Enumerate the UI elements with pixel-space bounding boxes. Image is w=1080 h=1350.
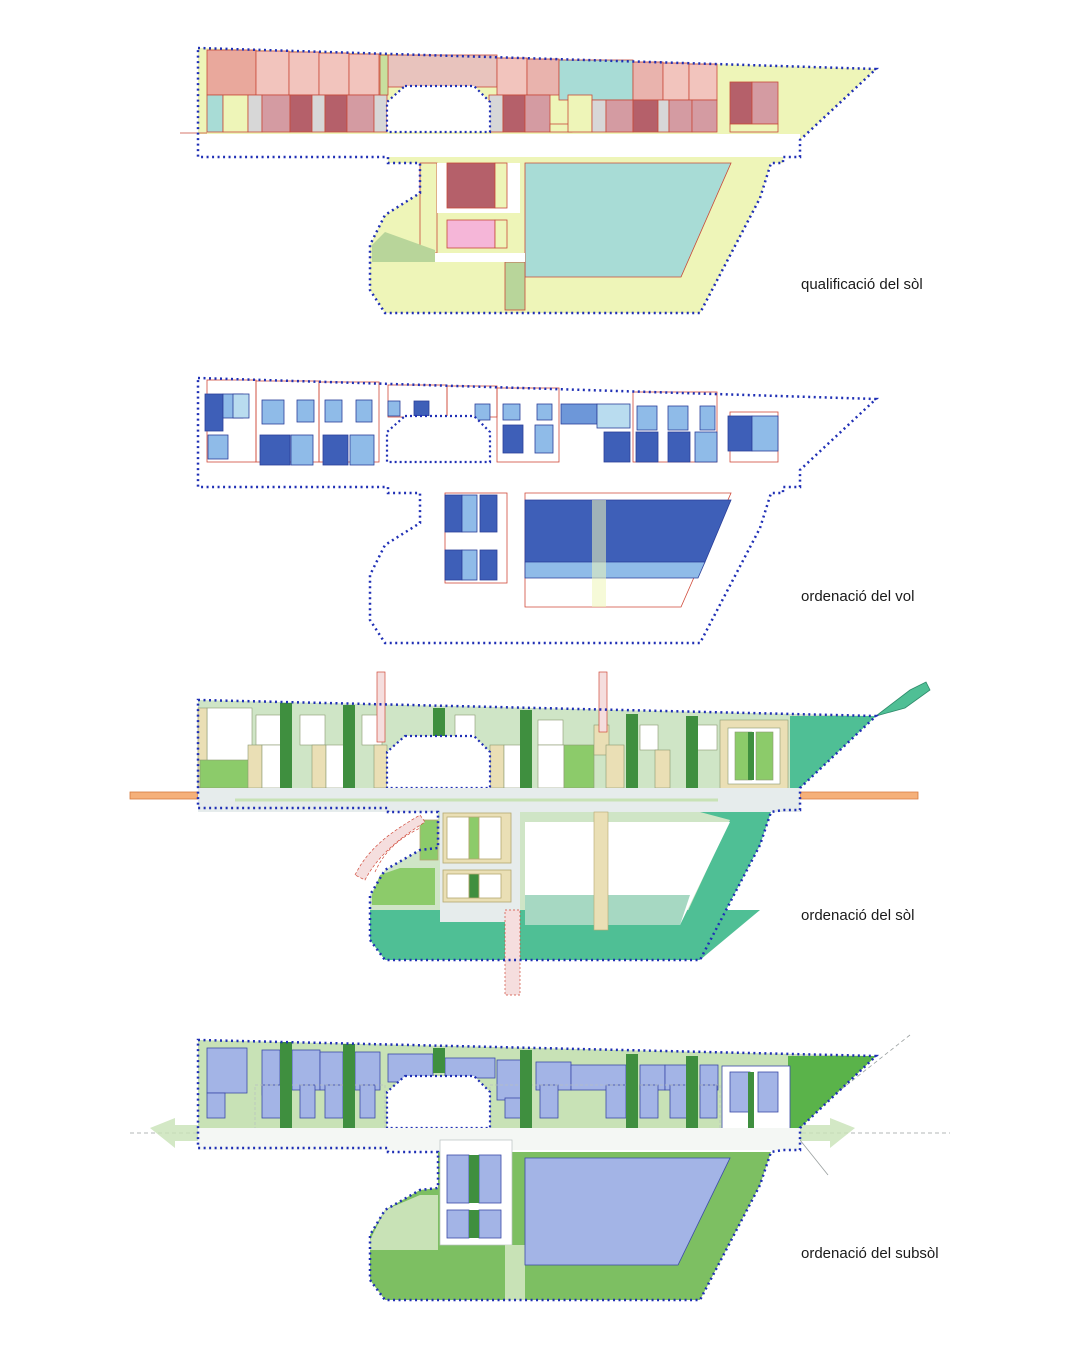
caption-vol: ordenació del vol bbox=[801, 588, 915, 605]
vol-boundary bbox=[196, 376, 880, 645]
sol-green-arrow bbox=[875, 681, 931, 717]
qualificacio-boundary bbox=[196, 46, 880, 315]
sol-green-strips bbox=[280, 703, 754, 788]
caption-sol: ordenació del sòl bbox=[801, 907, 915, 924]
subsol-diag-line-2 bbox=[799, 1139, 829, 1176]
sol-top-elements bbox=[197, 707, 789, 791]
subsol-block-strip-1 bbox=[469, 1155, 479, 1203]
subsol-courtyard bbox=[385, 1074, 492, 1130]
qualificacio-courtyard bbox=[385, 84, 492, 134]
sol-courtyard bbox=[385, 734, 492, 790]
sol-beige-path bbox=[593, 811, 609, 931]
sol-pink-line-2 bbox=[598, 671, 608, 733]
subsol-boundary bbox=[196, 1038, 880, 1302]
subsol-lower-light bbox=[370, 1195, 438, 1250]
caption-qualificacio: qualificació del sòl bbox=[801, 276, 923, 293]
qualificacio-lower-plots bbox=[372, 162, 732, 311]
qualificacio-inner-street bbox=[435, 253, 525, 262]
panel-sol: ordenació del sòl bbox=[0, 670, 1080, 1000]
sol-path-right bbox=[799, 791, 919, 800]
subsol-top-green bbox=[788, 1056, 876, 1128]
subsol-block-strip-2 bbox=[469, 1210, 479, 1238]
subsol-arrow-left bbox=[150, 1118, 205, 1148]
subsol-diagram bbox=[130, 1034, 950, 1302]
sol-block bbox=[419, 812, 512, 903]
subsol-green-strips bbox=[280, 1042, 754, 1132]
subsol-light-path bbox=[505, 1245, 525, 1300]
subsol-parking bbox=[524, 1157, 731, 1266]
vol-diagram bbox=[196, 376, 880, 645]
sol-pink-line-1 bbox=[376, 671, 386, 743]
qualificacio-diagram bbox=[180, 46, 880, 315]
sol-top-teal bbox=[790, 716, 876, 788]
subsol-top-blocks bbox=[206, 1047, 791, 1131]
subsol-diag-line-1 bbox=[799, 1034, 911, 1123]
sol-pink-path-bottom bbox=[504, 909, 521, 996]
sol-diagram bbox=[129, 671, 931, 996]
sol-lower-teal-right bbox=[520, 812, 771, 960]
sol-green-corner bbox=[372, 868, 435, 905]
qualificacio-street bbox=[198, 134, 800, 157]
caption-subsol: ordenació del subsòl bbox=[801, 1245, 939, 1262]
subsol-street bbox=[198, 1128, 800, 1150]
subsol-arrow-right bbox=[800, 1118, 855, 1148]
sol-ramp-line bbox=[374, 827, 421, 873]
sol-ramp bbox=[354, 814, 426, 881]
vol-courtyard bbox=[385, 414, 492, 464]
vol-buildings bbox=[204, 393, 779, 607]
panel-qualificacio: qualificació del sòl bbox=[0, 0, 1080, 330]
sol-boundary bbox=[196, 698, 880, 962]
subsol-block bbox=[446, 1154, 502, 1239]
qualificacio-top-plots bbox=[206, 49, 779, 133]
sol-path-left bbox=[129, 791, 199, 800]
panel-vol: ordenació del vol bbox=[0, 330, 1080, 660]
panel-subsol: ordenació del subsòl bbox=[0, 1010, 1080, 1350]
